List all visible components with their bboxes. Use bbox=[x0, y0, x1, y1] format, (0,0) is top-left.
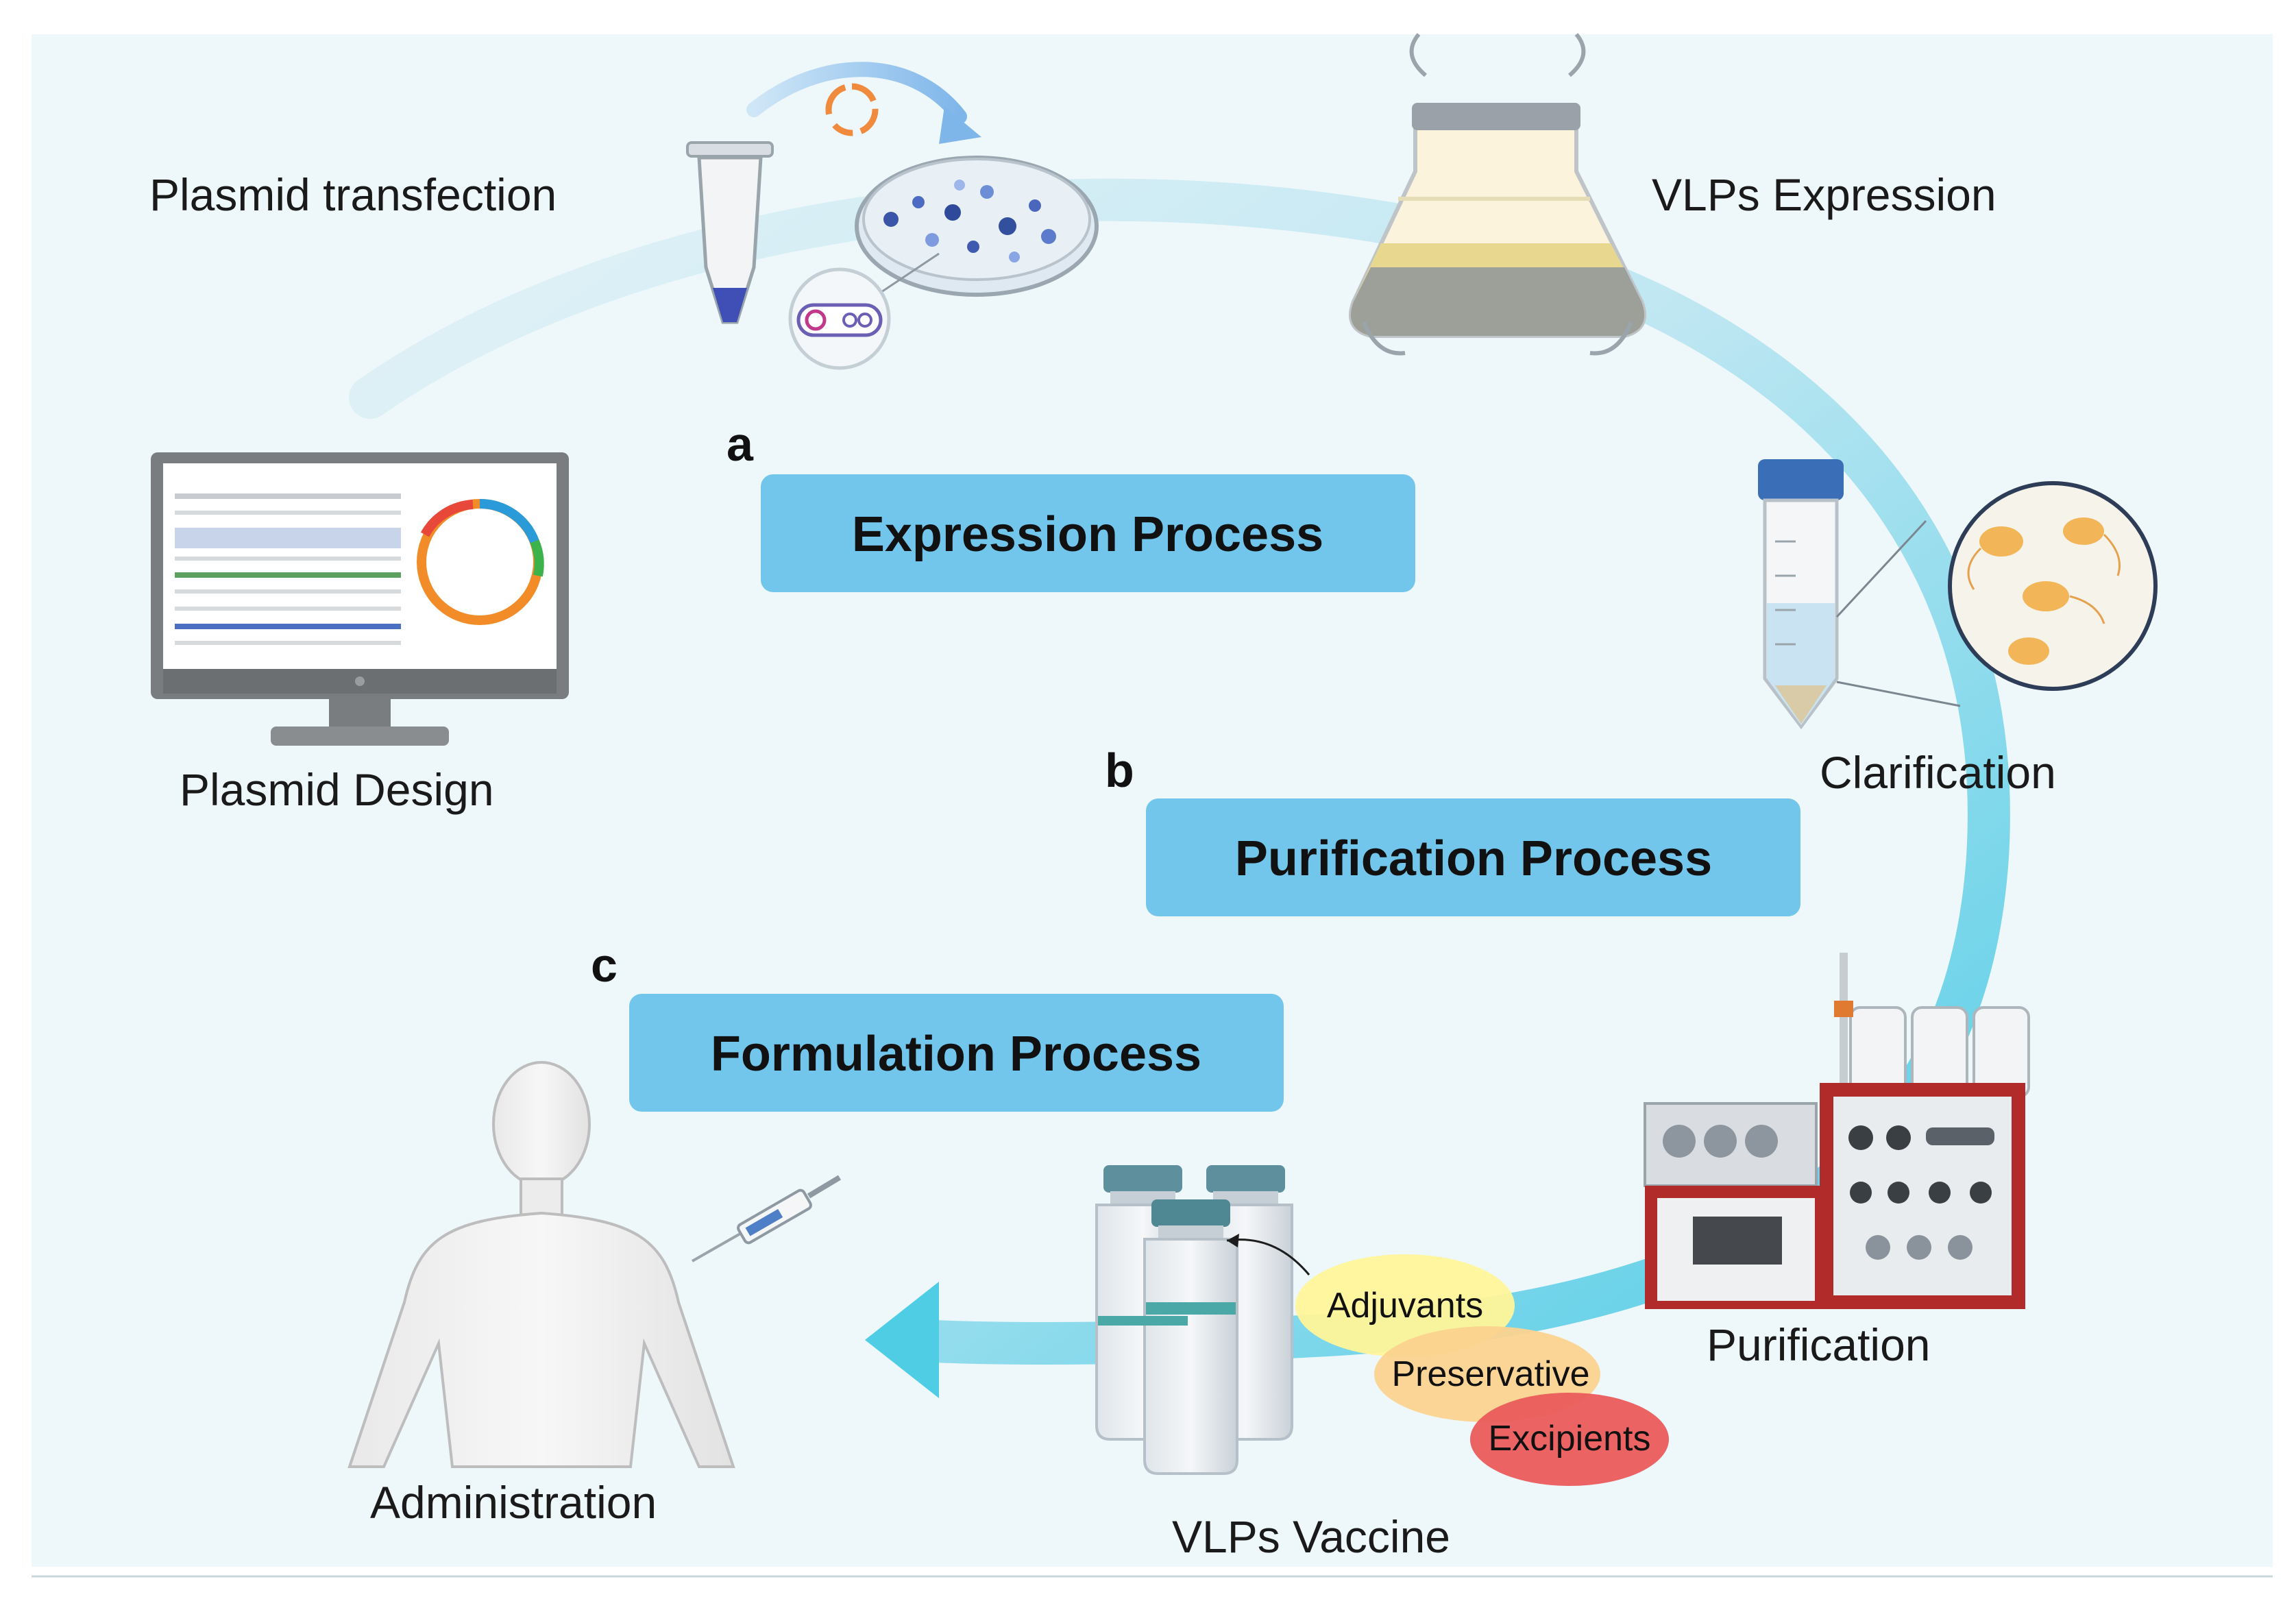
petri-dish-icon bbox=[855, 156, 1099, 297]
shake-flask-illustration bbox=[1349, 33, 1646, 356]
vlps-expression-label: VLPs Expression bbox=[1652, 169, 1996, 220]
excipients-bubble bbox=[1470, 1393, 1669, 1486]
clarification-label: Clarification bbox=[1820, 747, 2056, 798]
process-letter-b: b bbox=[1105, 744, 1134, 797]
preservative-label: Preservative bbox=[1392, 1354, 1590, 1394]
human-figure-illustration bbox=[347, 1061, 735, 1468]
plasmid-transfection-label: Plasmid transfection bbox=[149, 169, 557, 220]
computer-monitor-illustration bbox=[151, 452, 569, 746]
vaccine-vials-illustration bbox=[1095, 1165, 1310, 1475]
process-letter-a: a bbox=[726, 417, 754, 471]
purification-label: Purification bbox=[1707, 1319, 1931, 1370]
formulation-process-box bbox=[629, 994, 1284, 1112]
formulation-process-label: Formulation Process bbox=[711, 1027, 1201, 1082]
plasmid-ring-icon bbox=[825, 83, 879, 136]
clarification-illustration bbox=[1758, 459, 2158, 730]
expression-process-label: Expression Process bbox=[852, 507, 1323, 562]
process-letter-c: c bbox=[591, 938, 618, 992]
plasmid-transfection-illustration bbox=[686, 62, 1099, 370]
expression-process-box bbox=[761, 474, 1415, 592]
chromatography-system-illustration bbox=[1644, 953, 2030, 1309]
purification-process-box bbox=[1146, 798, 1800, 916]
adjuvants-label: Adjuvants bbox=[1327, 1286, 1483, 1326]
administration-label: Administration bbox=[370, 1477, 657, 1528]
purification-process-label: Purification Process bbox=[1235, 831, 1712, 886]
syringe-icon bbox=[692, 1175, 842, 1262]
excipients-label: Excipients bbox=[1489, 1419, 1651, 1458]
microtube-icon bbox=[686, 141, 774, 324]
flow-arrowhead bbox=[865, 1282, 939, 1398]
plasmid-design-label: Plasmid Design bbox=[180, 764, 494, 815]
vlps-vaccine-label: VLPs Vaccine bbox=[1172, 1511, 1450, 1562]
